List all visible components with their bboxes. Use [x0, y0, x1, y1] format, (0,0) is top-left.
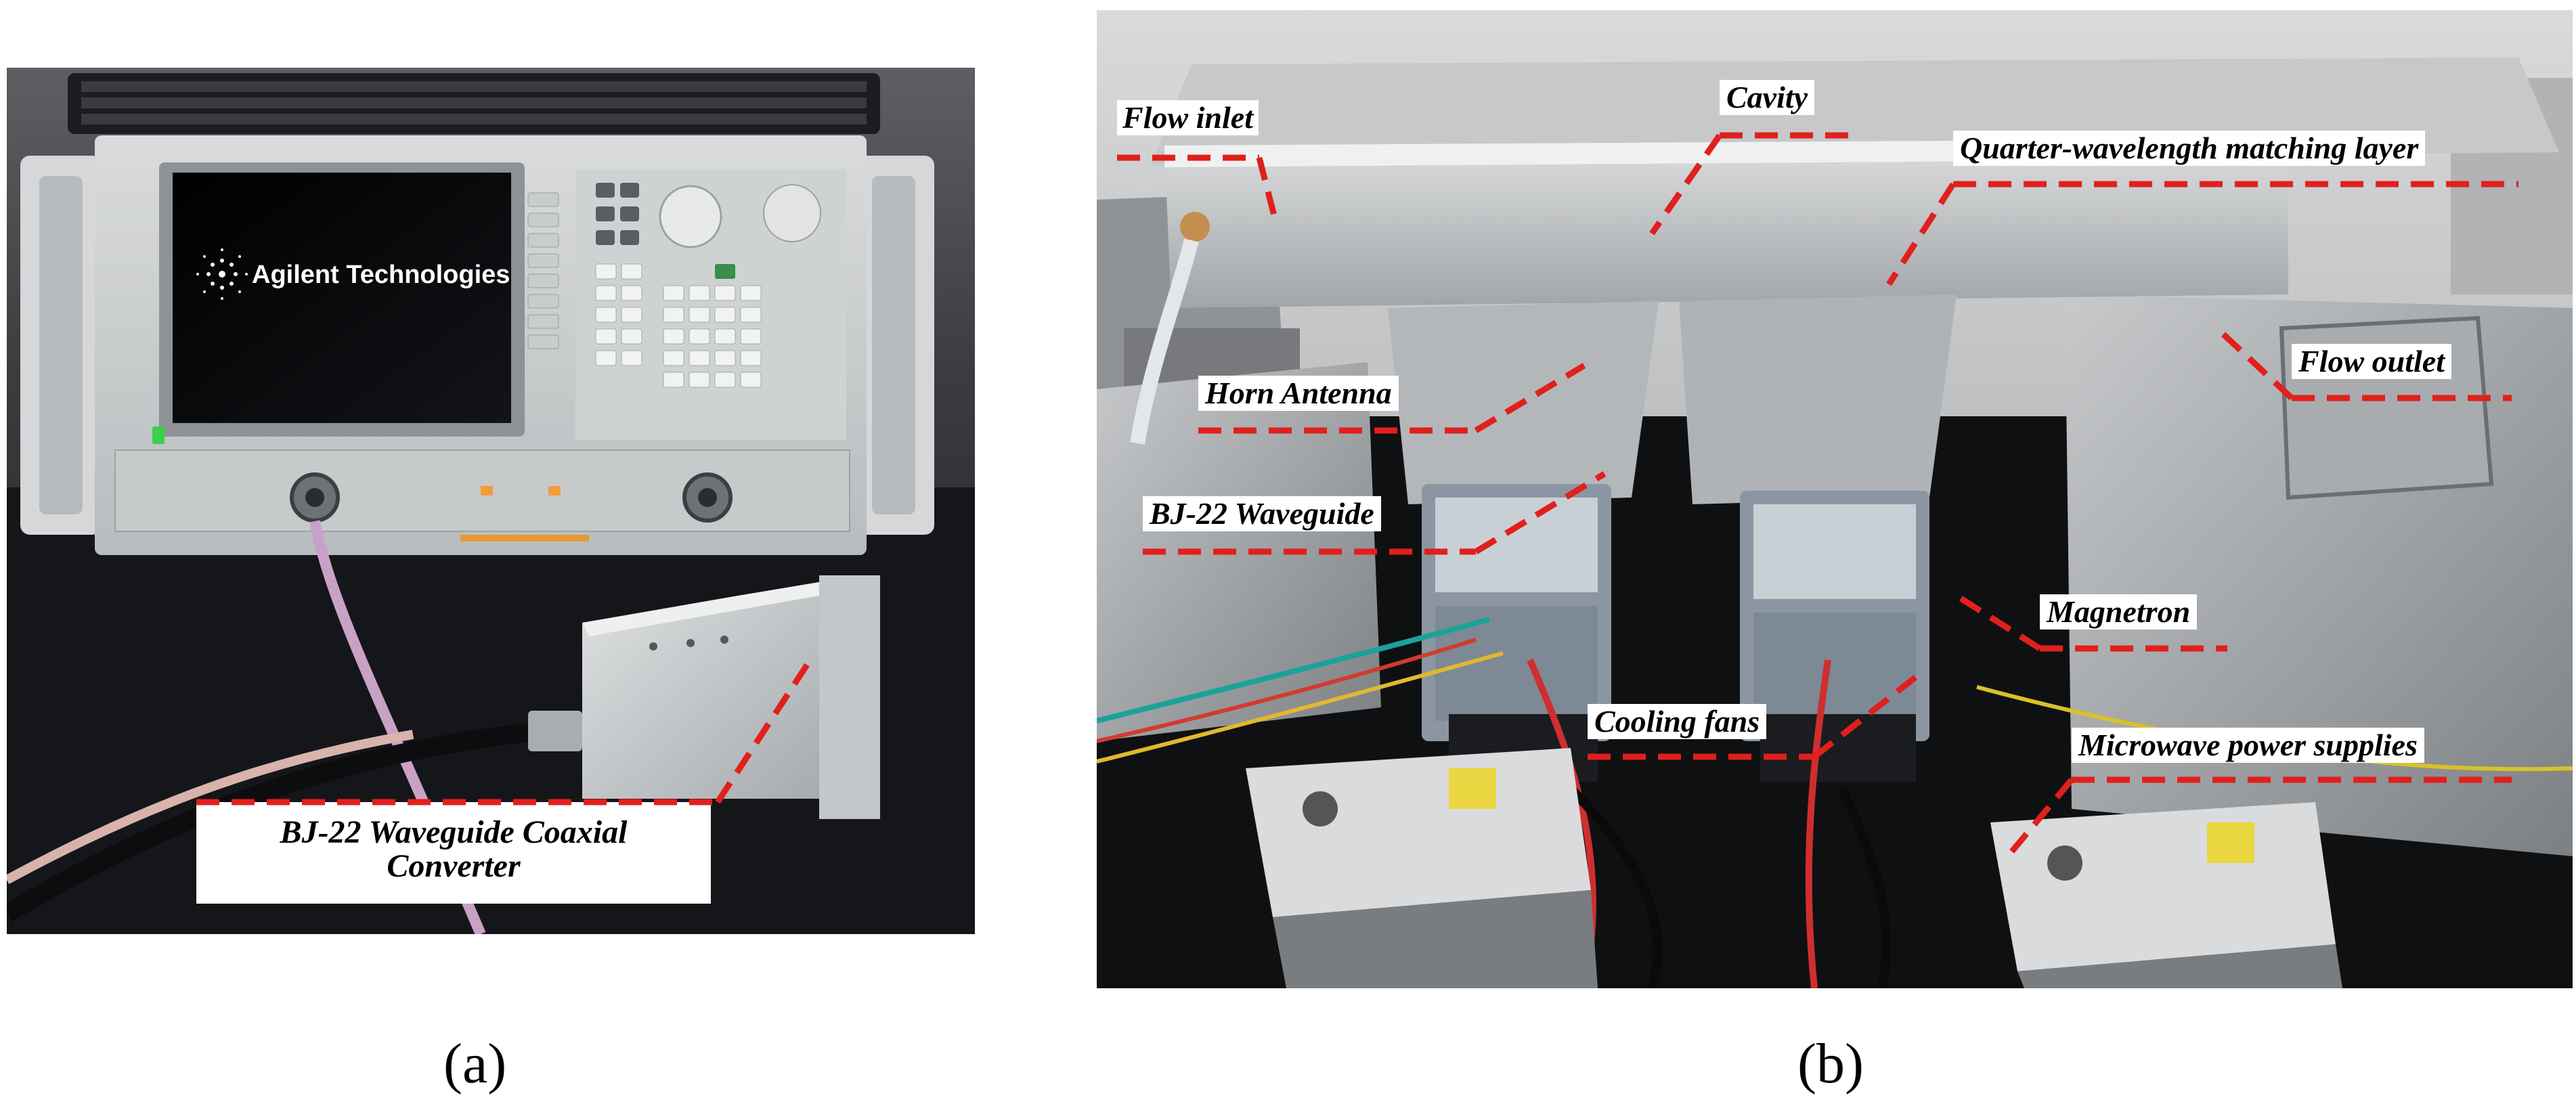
- magnetron-left: [1422, 484, 1611, 741]
- agilent-starburst-icon: [196, 248, 248, 300]
- power-led: [152, 426, 165, 444]
- label-cooling-fans: Cooling fans: [1588, 704, 1767, 740]
- flow-inlet-fitting: [1180, 212, 1210, 242]
- label-flow-outlet: Flow outlet: [2292, 344, 2451, 380]
- black-coax-cable: [7, 722, 543, 923]
- coax-connector: [528, 711, 582, 751]
- photo-panel-b: [1097, 10, 2573, 988]
- label-quarter-wavelength-matching-layer: Quarter-wavelength matching layer: [1953, 131, 2426, 167]
- control-knob: [659, 185, 722, 248]
- panel-b-scene: [1097, 10, 2573, 988]
- label-bj22-waveguide: BJ-22 Waveguide: [1143, 496, 1381, 532]
- horn-antenna-right: [1679, 294, 1957, 504]
- inlet-tube: [1130, 238, 1199, 445]
- converter-label-line-2: Converter: [387, 848, 521, 885]
- label-flow-inlet: Flow inlet: [1117, 100, 1259, 136]
- label-microwave-power-supplies: Microwave power supplies: [2072, 728, 2424, 764]
- magnetron-right: [1740, 491, 1929, 741]
- converter-label-line-1: BJ-22 Waveguide Coaxial: [280, 814, 628, 850]
- caption-a: (a): [443, 1032, 507, 1095]
- analyzer-screen: [173, 173, 511, 423]
- cooling-fan-right: [1760, 714, 1916, 782]
- power-supply-right: [1990, 802, 2342, 988]
- caption-b: (b): [1797, 1032, 1864, 1095]
- label-horn-antenna: Horn Antenna: [1198, 376, 1399, 412]
- power-supply-left: [1246, 748, 1598, 988]
- horn-antenna-left: [1388, 301, 1659, 504]
- label-magnetron: Magnetron: [2040, 594, 2198, 630]
- screen-brand-text: Agilent Technologies: [252, 261, 510, 289]
- label-bj22-waveguide-coaxial-converter: BJ-22 Waveguide Coaxial Converter: [196, 802, 711, 904]
- label-cavity: Cavity: [1720, 80, 1815, 116]
